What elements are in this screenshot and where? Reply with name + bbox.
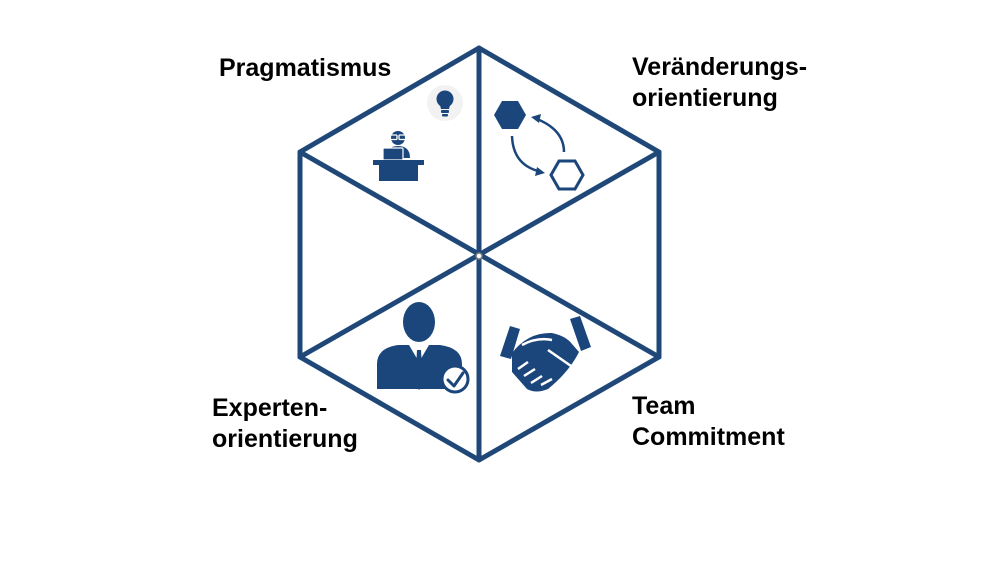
businessman-with-checkmark-icon (377, 302, 470, 394)
hexagon-transformation-icon (494, 101, 585, 191)
label-line: orientierung (212, 425, 358, 453)
label-line: Experten- (212, 394, 328, 422)
label-expertenorientierung: Experten- orientierung (212, 393, 358, 455)
label-team-commitment: Team Commitment (632, 391, 785, 453)
person-at-desk-icon (373, 131, 424, 181)
label-pragmatismus: Pragmatismus (219, 53, 391, 84)
label-line: Team (632, 392, 696, 420)
handshake-icon (500, 316, 591, 392)
label-line: Veränderungs- (632, 53, 808, 81)
lightbulb-icon (427, 85, 463, 121)
label-line: Pragmatismus (219, 54, 392, 82)
label-line: Commitment (632, 423, 785, 451)
label-veraenderungsorientierung: Veränderungs- orientierung (632, 52, 807, 114)
center-dot (475, 252, 483, 260)
label-line: orientierung (632, 84, 778, 112)
